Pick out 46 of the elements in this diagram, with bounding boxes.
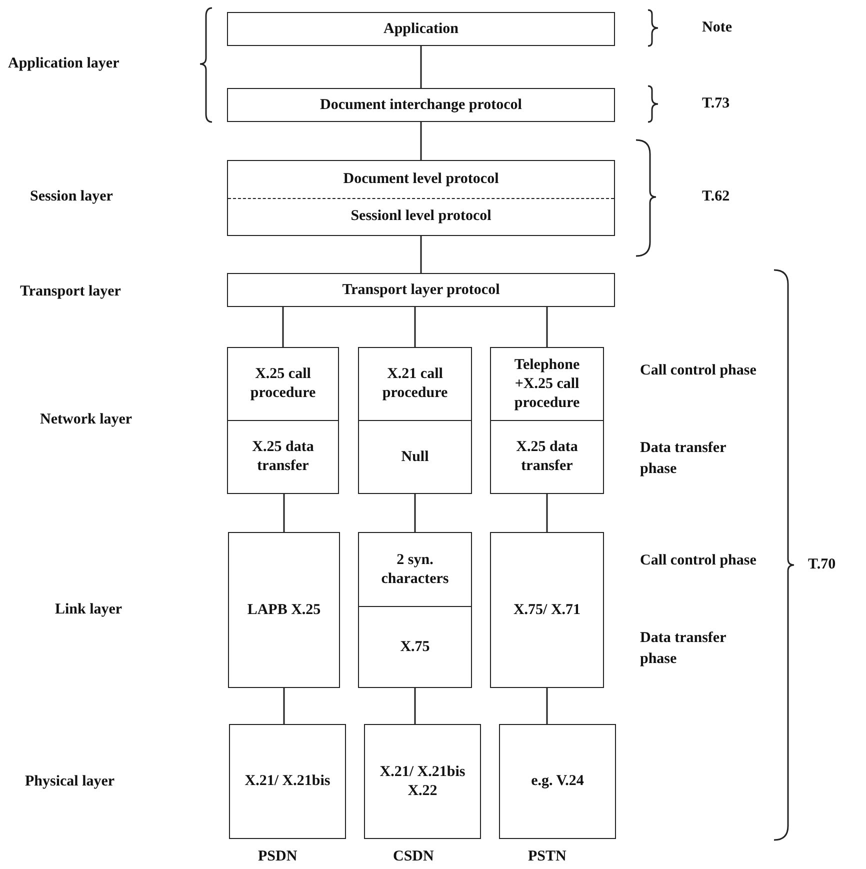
- connector-line: [283, 494, 285, 532]
- phase-label: Data transfer phase: [640, 629, 727, 669]
- protocol-box: Transport layer protocol: [227, 273, 615, 307]
- phase-label: Call control phase: [640, 362, 758, 380]
- call-procedure-cell: Telephone +X.25 call procedure: [490, 347, 604, 421]
- standard-label: T.62: [702, 188, 730, 206]
- connector-line: [283, 688, 285, 724]
- call-procedure-cell: X.21 call procedure: [358, 347, 472, 421]
- connector-line: [282, 307, 284, 347]
- connector-line: [546, 307, 548, 347]
- connector-line: [546, 688, 548, 724]
- call-control-cell: 2 syn. characters: [358, 532, 472, 607]
- connector-line: [414, 688, 416, 724]
- layer-label: Physical layer: [25, 772, 115, 792]
- connector-line: [420, 46, 422, 88]
- protocol-box: e.g. V.24: [499, 724, 616, 839]
- layer-label: Application layer: [8, 54, 120, 74]
- data-transfer-cell: X.75: [358, 606, 472, 688]
- protocol-box: X.21/ X.21bis: [229, 724, 346, 839]
- data-transfer-cell: X.25 data transfer: [490, 420, 604, 494]
- network-label: PSDN: [258, 848, 298, 866]
- layer-label: Link layer: [55, 600, 122, 620]
- phase-label: Call control phase: [640, 552, 758, 570]
- connector-line: [420, 122, 422, 160]
- layer-label: Session layer: [30, 188, 113, 206]
- standard-label: Note: [702, 18, 732, 38]
- layer-label: Transport layer: [20, 282, 121, 302]
- protocol-box: X.21/ X.21bis X.22: [364, 724, 481, 839]
- data-transfer-cell: X.25 data transfer: [227, 420, 339, 494]
- protocol-box: LAPB X.25: [228, 532, 340, 688]
- connector-line: [420, 236, 422, 273]
- connector-line: [546, 494, 548, 532]
- layer-label: Network layer: [40, 410, 132, 430]
- protocol-box: Application: [227, 12, 615, 46]
- phase-label: Data transfer phase: [640, 439, 727, 479]
- standard-label: T.70: [808, 556, 836, 574]
- network-label: PSTN: [528, 848, 566, 866]
- protocol-box: X.75/ X.71: [490, 532, 604, 688]
- data-transfer-cell: Null: [358, 420, 472, 494]
- call-procedure-cell: X.25 call procedure: [227, 347, 339, 421]
- network-label: CSDN: [393, 848, 434, 866]
- protocol-box: Document interchange protocol: [227, 88, 615, 122]
- standard-label: T.73: [702, 94, 730, 114]
- connector-line: [414, 307, 416, 347]
- connector-line: [414, 494, 416, 532]
- protocol-box: Document level protocol Sessionl level protocol: [227, 160, 615, 236]
